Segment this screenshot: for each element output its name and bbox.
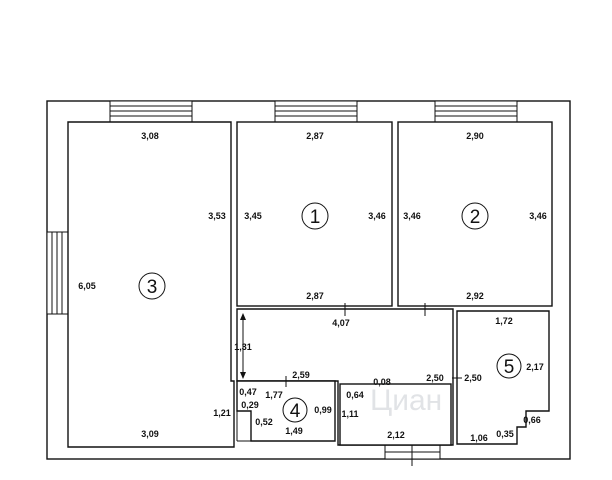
dim-r4-d: 0,52	[255, 417, 273, 427]
dim-r2-left: 3,46	[403, 211, 421, 221]
dim-r4-c: 0,29	[241, 400, 259, 410]
svg-text:5: 5	[504, 357, 515, 378]
dim-bath-bottom: 2,12	[387, 430, 405, 440]
room-1	[236, 121, 393, 307]
dim-r1-left: 3,45	[244, 211, 262, 221]
room-label-4: 4	[282, 397, 308, 423]
dim-hall-top: 4,07	[332, 318, 350, 328]
room-4	[236, 380, 336, 442]
dim-r5-top: 1,72	[495, 316, 513, 326]
room-5	[456, 310, 550, 445]
dim-hall-right: 2,50	[426, 373, 444, 383]
dim-r3-right: 3,53	[208, 211, 226, 221]
dim-r4-bottom: 1,49	[285, 426, 303, 436]
dim-bath-b: 1,11	[341, 409, 358, 419]
window-top-left	[109, 100, 193, 123]
dim-arrow-head-bottom	[240, 372, 246, 379]
window-top-middle	[274, 100, 358, 123]
dim-r1-bottom: 2,87	[306, 291, 324, 301]
svg-text:4: 4	[290, 401, 301, 422]
window-left	[46, 231, 69, 315]
svg-text:1: 1	[310, 207, 321, 228]
dim-r2-right: 3,46	[529, 211, 547, 221]
svg-text:3: 3	[147, 277, 158, 298]
dim-r5-right: 2,17	[526, 362, 544, 372]
dim-bath-a: 0,64	[346, 390, 364, 400]
room-2	[397, 121, 553, 307]
room-3	[67, 121, 235, 448]
dim-r3-lower-right: 1,21	[213, 408, 231, 418]
dim-r4-e: 0,99	[314, 405, 332, 415]
room-label-3: 3	[138, 272, 166, 300]
dim-r4-a: 0,47	[239, 387, 257, 397]
room-label-2: 2	[461, 202, 489, 230]
dim-r2-bottom: 2,92	[466, 291, 484, 301]
dim-r5-bottom: 1,06	[470, 433, 488, 443]
dim-hall-left: 1,31	[234, 342, 252, 352]
svg-text:2: 2	[470, 207, 481, 228]
dim-r1-top: 2,87	[306, 131, 324, 141]
dim-r1-right: 3,46	[368, 211, 386, 221]
dim-r4-top: 2,59	[292, 370, 310, 380]
dim-bath-top: 0,08	[373, 377, 391, 387]
dim-r5-left: 2,50	[464, 373, 482, 383]
dim-r2-top: 2,90	[466, 131, 484, 141]
dim-r4-b: 1,77	[265, 390, 283, 400]
dim-r3-top: 3,08	[141, 131, 159, 141]
bathroom	[339, 383, 452, 446]
window-top-right	[434, 100, 518, 123]
dim-r5-e: 0,35	[496, 429, 514, 439]
dim-r5-d: 0,66	[523, 415, 541, 425]
room-label-1: 1	[301, 202, 329, 230]
watermark: Циан	[370, 384, 442, 417]
dim-r3-left: 6,05	[78, 281, 96, 291]
room-label-5: 5	[496, 353, 522, 379]
dim-r3-bottom: 3,09	[141, 429, 159, 439]
dim-arrow-head-top	[240, 313, 246, 320]
